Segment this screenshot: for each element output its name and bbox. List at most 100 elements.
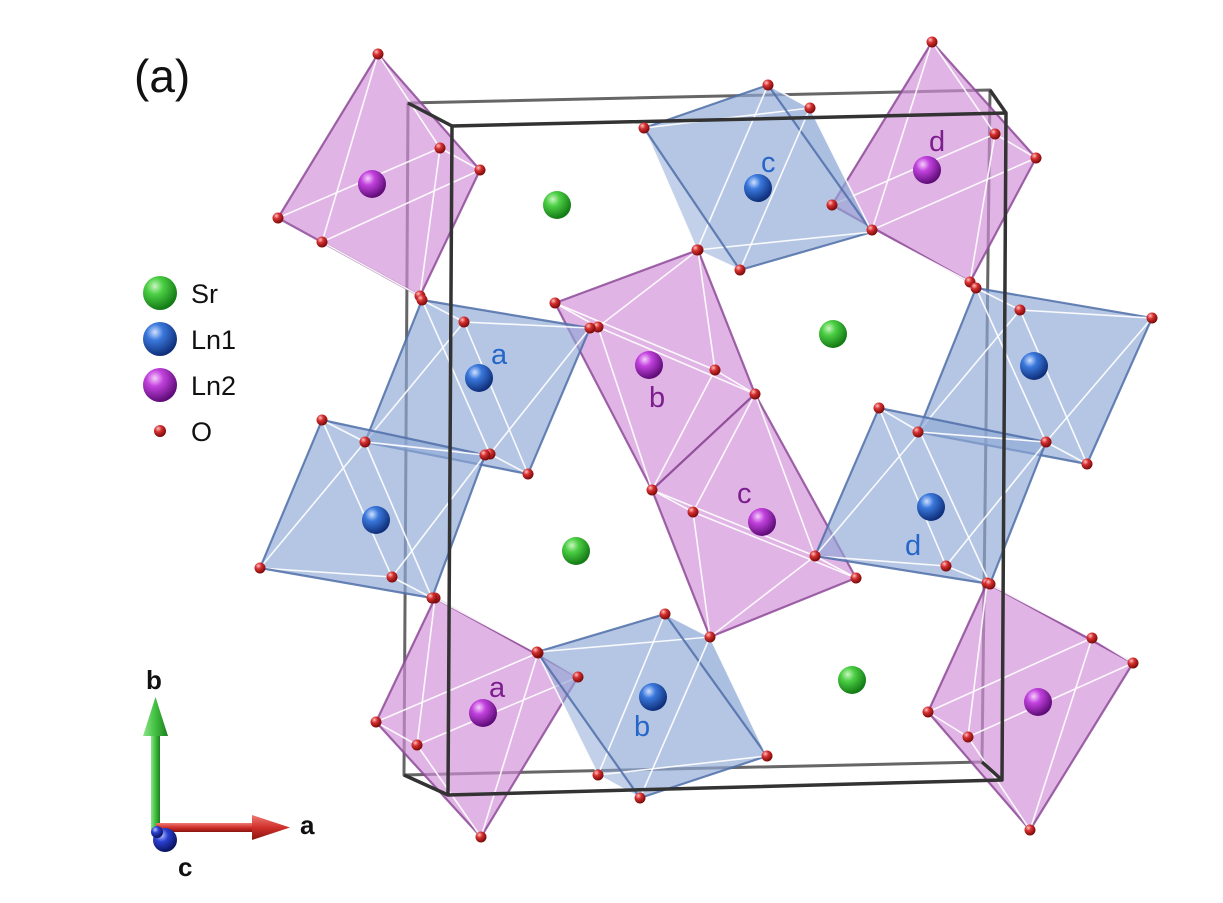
oxygen-atom [549, 297, 561, 309]
oxygen-atom [989, 128, 1001, 140]
oxygen-atom [646, 484, 658, 496]
polyhedra-layer [258, 40, 1154, 839]
legend-item-sr: Sr [143, 276, 218, 310]
ln1-site-label-c: c [761, 147, 776, 179]
oxygen-atom [687, 506, 699, 518]
oxygen-atom [912, 426, 924, 438]
b-axis-arrow-icon [143, 697, 168, 830]
oxygen-atom [850, 572, 862, 584]
oxygen-atom [659, 608, 671, 620]
ln1-octahedron-d [813, 406, 1048, 586]
oxygen-atom [709, 364, 721, 376]
ln1-atom [744, 174, 772, 202]
oxygen-atom [1014, 304, 1026, 316]
legend-label-sr: Sr [191, 279, 218, 309]
legend-item-ln1: Ln1 [143, 322, 236, 356]
oxygen-atom [922, 706, 934, 718]
oxygen-atom [426, 592, 438, 604]
oxygen-atom [691, 244, 703, 256]
ln1-site-label-a: a [491, 339, 508, 371]
oxygen-atom [926, 36, 938, 48]
oxygen-atom [479, 449, 491, 461]
legend-label-ln1: Ln1 [191, 325, 236, 355]
ln2-atom [913, 156, 941, 184]
ln2-atom [469, 699, 497, 727]
ln1-site-label-b: b [634, 711, 650, 743]
oxygen-atom [458, 316, 470, 328]
legend-label-o: O [191, 417, 212, 447]
oxygen-atom [316, 236, 328, 248]
oxygen-atom [474, 164, 486, 176]
oxygen-atom [826, 199, 838, 211]
oxygen-atom [592, 321, 604, 333]
oxygen-atom [1086, 632, 1098, 644]
axis-label-c: c [178, 852, 192, 882]
ln1-atom [465, 364, 493, 392]
ln2-octahedron-bottom-right [926, 581, 1135, 832]
oxygen-atom [1127, 657, 1139, 669]
oxygen-atom [572, 671, 584, 683]
oxygen-atom [254, 562, 266, 574]
oxygen-atom [866, 224, 878, 236]
legend-ln1-sphere-icon [143, 322, 177, 356]
oxygen-atom [704, 631, 716, 643]
legend-label-ln2: Ln2 [191, 371, 236, 401]
oxygen-atom [761, 750, 773, 762]
oxygen-atom [1081, 458, 1093, 470]
oxygen-atom [962, 731, 974, 743]
sr-atom [838, 666, 866, 694]
axis-label-b: b [146, 665, 162, 695]
ln1-atom [639, 683, 667, 711]
oxygen-atom [359, 436, 371, 448]
oxygen-atom [522, 468, 534, 480]
oxygen-atom [749, 388, 761, 400]
axis-label-a: a [300, 810, 315, 840]
unit-cell-frame [403, 89, 1008, 797]
oxygen-atom [940, 560, 952, 572]
ln1-atom [1020, 352, 1048, 380]
oxygen-atom [272, 212, 284, 224]
oxygen-atom [411, 739, 423, 751]
ln1-atom [362, 506, 390, 534]
oxygen-atom [1146, 312, 1158, 324]
panel-label: (a) [134, 50, 190, 102]
oxygen-atom [804, 102, 816, 114]
oxygen-atom [762, 79, 774, 91]
ln1-site-labels: a b c d [491, 147, 921, 743]
ln2-site-label-d: d [929, 126, 945, 158]
oxygen-atom [873, 402, 885, 414]
ln2-atom [748, 508, 776, 536]
oxygen-atom [984, 578, 996, 590]
oxygen-atom [434, 142, 446, 154]
oxygen-atom [475, 831, 487, 843]
legend-item-o: O [154, 417, 212, 447]
oxygen-atom [584, 322, 596, 334]
legend-sr-sphere-icon [143, 276, 177, 310]
oxygen-atom [372, 48, 384, 60]
oxygen-atom [592, 769, 604, 781]
ln1-site-label-d: d [905, 530, 921, 562]
ln1-atom [917, 493, 945, 521]
oxygen-atom [316, 414, 328, 426]
oxygen-atom [634, 792, 646, 804]
ln1-octahedron-a [363, 298, 592, 476]
axis-triad: b a c [143, 665, 315, 882]
oxygen-atom [809, 550, 821, 562]
legend-item-ln2: Ln2 [143, 368, 236, 402]
oxygen-atom [386, 571, 398, 583]
oxygen-atom [1030, 152, 1042, 164]
oxygen-atom [1024, 824, 1036, 836]
ln1-octahedron-left [258, 418, 487, 600]
ln2-site-label-c: c [737, 478, 752, 510]
oxygen-atom [970, 282, 982, 294]
ln2-site-label-a: a [489, 672, 506, 704]
legend-o-sphere-icon [154, 425, 166, 437]
ln2-atom [635, 351, 663, 379]
ln2-site-label-b: b [649, 382, 665, 414]
legend: Sr Ln1 Ln2 O [143, 276, 236, 447]
oxygen-atom [1040, 436, 1052, 448]
legend-ln2-sphere-icon [143, 368, 177, 402]
ln2-site-labels: a b c d [489, 126, 945, 704]
sr-atom [562, 537, 590, 565]
